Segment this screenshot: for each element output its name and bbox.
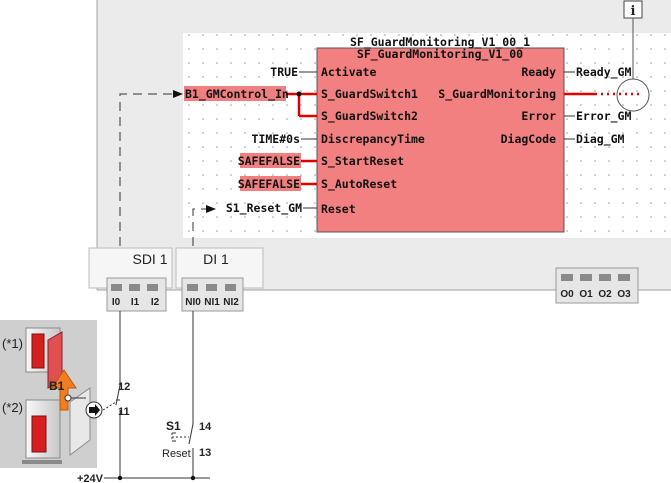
sdi-module-label: SDI 1: [132, 251, 167, 267]
di-terminal-ni1: NI1: [204, 297, 220, 308]
pin-diag-code: DiagCode: [501, 132, 556, 146]
pin-auto-reset: S_AutoReset: [321, 177, 397, 192]
di-terminal-ni0: NI0: [185, 297, 201, 308]
pin-ready: Ready: [521, 65, 556, 79]
s1-contact-13: 13: [199, 447, 211, 459]
door-illustration: (*1) (*2): [0, 320, 97, 468]
var-diag: Diag_GM: [576, 132, 625, 147]
var-auto-reset: SAFEFALSE: [238, 177, 300, 191]
var-start-reset: SAFEFALSE: [238, 154, 300, 168]
s1-label: S1: [166, 419, 181, 433]
var-ready: Ready_GM: [576, 65, 631, 80]
pin-reset: Reset: [321, 202, 356, 216]
b1-contact-11: 11: [118, 406, 130, 418]
var-start-reset-highlight: [240, 153, 301, 168]
pin-activate: Activate: [321, 65, 376, 79]
sensor-b1: B1 12 11: [49, 379, 130, 419]
var-auto-reset-highlight: [240, 176, 301, 191]
var-reset[interactable]: S1_Reset_GM: [226, 201, 302, 216]
sdi-terminal-i2: I2: [151, 297, 160, 308]
do-terminal-o3: O3: [617, 289, 631, 300]
var-activate: TRUE: [270, 65, 298, 79]
pin-discrepancy-time: DiscrepancyTime: [321, 132, 425, 146]
do-terminal-o1: O1: [579, 289, 593, 300]
b1-contact-12: 12: [118, 381, 130, 393]
supply-label: +24V: [77, 473, 104, 483]
s1-contact-14: 14: [199, 421, 212, 433]
di-module-label: DI 1: [203, 251, 229, 267]
b1-label: B1: [49, 379, 65, 393]
field-wiring: [104, 311, 210, 481]
junction-dot: [296, 91, 302, 97]
pin-error: Error: [521, 109, 556, 123]
sdi-terminal-i1: I1: [131, 297, 140, 308]
do-terminal-o2: O2: [598, 289, 612, 300]
do-terminal-o0: O0: [560, 289, 574, 300]
note-1: (*1): [2, 336, 23, 351]
s1-reset-label: Reset: [162, 448, 191, 460]
reset-button-s1: S1 14 13 Reset: [162, 419, 212, 460]
pin-guard-switch1: S_GuardSwitch1: [321, 87, 418, 102]
pin-guard-switch2: S_GuardSwitch2: [321, 109, 418, 124]
sdi-module[interactable]: SDI 1 I0 I1 I2: [88, 247, 173, 312]
var-guard-highlight: [184, 86, 286, 101]
pin-s-guard-monitoring: S_GuardMonitoring: [438, 87, 556, 102]
note-2: (*2): [2, 400, 23, 415]
di-module[interactable]: DI 1 NI0 NI1 NI2: [175, 247, 264, 312]
open-direction-arrow: [51, 369, 77, 411]
function-block[interactable]: [316, 47, 565, 233]
info-callout-circle: [616, 78, 650, 112]
pin-start-reset: S_StartReset: [321, 154, 404, 169]
block-instance-name: SF_GuardMonitoring_V1_00_1: [350, 35, 530, 50]
var-error: Error_GM: [576, 109, 631, 124]
info-icon: i: [631, 4, 636, 19]
var-discrepancy-time: TIME#0s: [252, 132, 300, 146]
info-button[interactable]: i: [623, 0, 643, 19]
guard-signal-arrow: [119, 93, 176, 246]
di-terminal-ni2: NI2: [223, 297, 239, 308]
var-guard-control[interactable]: B1_GMControl_In: [185, 87, 289, 102]
do-module[interactable]: O0 O1 O2 O3: [555, 267, 639, 304]
reset-signal-arrow: [192, 208, 208, 246]
block-type-name: SF_GuardMonitoring_V1_00: [357, 47, 523, 62]
sdi-terminal-i0: I0: [112, 297, 121, 308]
